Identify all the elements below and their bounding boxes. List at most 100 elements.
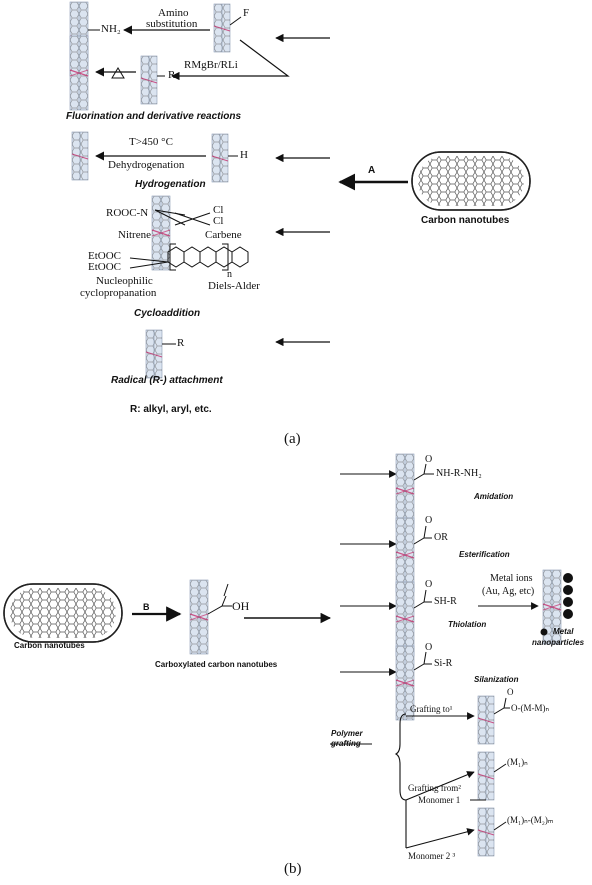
cnt-hydro-left-icon — [71, 131, 89, 181]
title-fluorination: Fluorination and derivative reactions — [66, 111, 242, 122]
label-grafting-from: Grafting from² — [408, 783, 461, 793]
label-esterification: Esterification — [459, 550, 510, 559]
label-r2: R — [177, 337, 185, 349]
cnt-amidation-icon — [395, 453, 415, 529]
label-diels-alder: Diels-Alder — [208, 280, 260, 292]
label-temp: T>450 °C — [129, 136, 173, 148]
nanoparticle-dot-2 — [563, 585, 573, 595]
nanoparticle-dot-3 — [563, 597, 573, 607]
bracket-right — [222, 243, 229, 271]
bond-graft-from — [493, 763, 507, 773]
nanoparticle-legend-dot — [540, 628, 548, 636]
label-dehydrogenation: Dehydrogenation — [108, 159, 185, 171]
nanoparticle-dot-4 — [563, 609, 573, 619]
label-etooc-1: EtOOC — [88, 250, 121, 262]
cnt-delta-icon — [69, 35, 89, 111]
label-carbene: Carbene — [205, 229, 242, 241]
label-grafting: grafting — [331, 739, 361, 748]
label-o-thiol: O — [425, 579, 433, 590]
label-polymer: Polymer — [331, 729, 363, 738]
bond-carbene-2 — [174, 212, 211, 226]
bond-thiol-o — [423, 589, 427, 603]
label-o-graft: O — [507, 687, 514, 697]
label-metal: Metal — [553, 627, 574, 636]
title-radical: Radical (R-) attachment — [111, 375, 223, 386]
diels-alder-ring-4 — [215, 246, 233, 268]
diels-alder-ring-2 — [183, 246, 201, 268]
label-rmgbr: RMgBr/RLi — [184, 59, 238, 71]
label-h: H — [240, 149, 248, 161]
cnt-cycloaddition-icon — [151, 195, 171, 271]
bond-cooh — [207, 595, 232, 615]
title-hydrogenation: Hydrogenation — [135, 179, 206, 190]
label-m1n: (M₁)ₙ — [507, 757, 528, 767]
label-cl-2: Cl — [213, 215, 224, 227]
label-or: OR — [434, 532, 448, 543]
bond-ester-o — [423, 525, 427, 539]
label-metal-ions: Metal ions — [490, 573, 533, 584]
label-oh: OH — [232, 599, 250, 613]
cnt-radical-icon — [145, 329, 163, 379]
label-cnt-b: Carbon nanotubes — [14, 641, 85, 650]
cnt-graft-from-icon — [477, 751, 495, 801]
label-metal-ions-examples: (Au, Ag, etc) — [482, 586, 535, 597]
bond-cooh-o — [223, 583, 229, 597]
nanoparticle-dot-1 — [563, 573, 573, 583]
delta-icon — [111, 67, 125, 79]
label-substitution: substitution — [146, 18, 198, 30]
label-shr: SH-R — [434, 596, 457, 607]
label-cyclopropanation: cyclopropanation — [80, 287, 157, 299]
label-amino: Amino — [158, 7, 189, 19]
label-nucleophilic: Nucleophilic — [96, 275, 153, 287]
polymer-brace — [394, 713, 407, 801]
label-n: n — [227, 269, 232, 280]
label-etooc-2: EtOOC — [88, 261, 121, 273]
label-amidation: Amidation — [474, 492, 514, 501]
panel-label-a: (a) — [284, 431, 301, 447]
label-sir: Si-R — [434, 658, 453, 669]
label-monomer-2: Monomer 2 ³ — [408, 851, 456, 861]
bond-f — [229, 16, 242, 26]
cnt-b-icon — [3, 583, 123, 643]
label-o-ester: O — [425, 515, 433, 526]
label-arrow-a: A — [368, 165, 376, 176]
arrow-monomer2 — [405, 828, 475, 849]
bond-silan-o — [423, 651, 427, 665]
bond-nitrene-1 — [154, 209, 186, 216]
label-omm: O-(M-M)ₙ — [511, 703, 550, 713]
label-m1m2: (M₁)ₙ-(M₂)ₘ — [507, 815, 554, 825]
cnt-graft-to-icon — [477, 695, 495, 745]
cnt-thiol-icon — [395, 581, 415, 657]
cnt-a-icon — [411, 151, 531, 211]
label-o-silan: O — [425, 642, 433, 653]
label-r-note: R: alkyl, aryl, etc. — [130, 404, 212, 415]
cnt-carboxylated-icon — [189, 579, 209, 655]
label-rooc-n: ROOC-N — [106, 207, 149, 219]
bond-graft-to — [493, 707, 510, 715]
panel-label-b: (b) — [284, 861, 302, 877]
label-nitrene: Nitrene — [118, 229, 151, 241]
cnt-hydro-right-icon — [211, 133, 229, 183]
label-silanization: Silanization — [474, 675, 519, 684]
label-monomer-1: Monomer 1 — [418, 795, 461, 805]
bond-silan — [413, 663, 432, 671]
arrow-grignard — [171, 39, 290, 81]
diels-alder-ring-3 — [199, 246, 217, 268]
label-arrow-b: B — [143, 602, 150, 612]
label-thiolation: Thiolation — [448, 620, 487, 629]
label-cl-1: Cl — [213, 204, 224, 216]
label-cnt-a: Carbon nanotubes — [421, 215, 510, 226]
bond-thiol — [413, 601, 432, 609]
cnt-f-icon — [213, 3, 231, 53]
label-grafting-to: Grafting to¹ — [410, 704, 453, 714]
label-carboxylated: Carboxylated carbon nanotubes — [155, 660, 278, 669]
label-r1: R — [168, 69, 176, 81]
bond-cyclopropane-1 — [129, 257, 169, 263]
bracket-left — [169, 243, 176, 271]
bond-nitrene-2 — [154, 209, 186, 226]
cnt-r-icon — [140, 55, 158, 105]
arrow-grafting-from — [405, 771, 475, 801]
bond-cyclopropane-2 — [129, 261, 169, 269]
